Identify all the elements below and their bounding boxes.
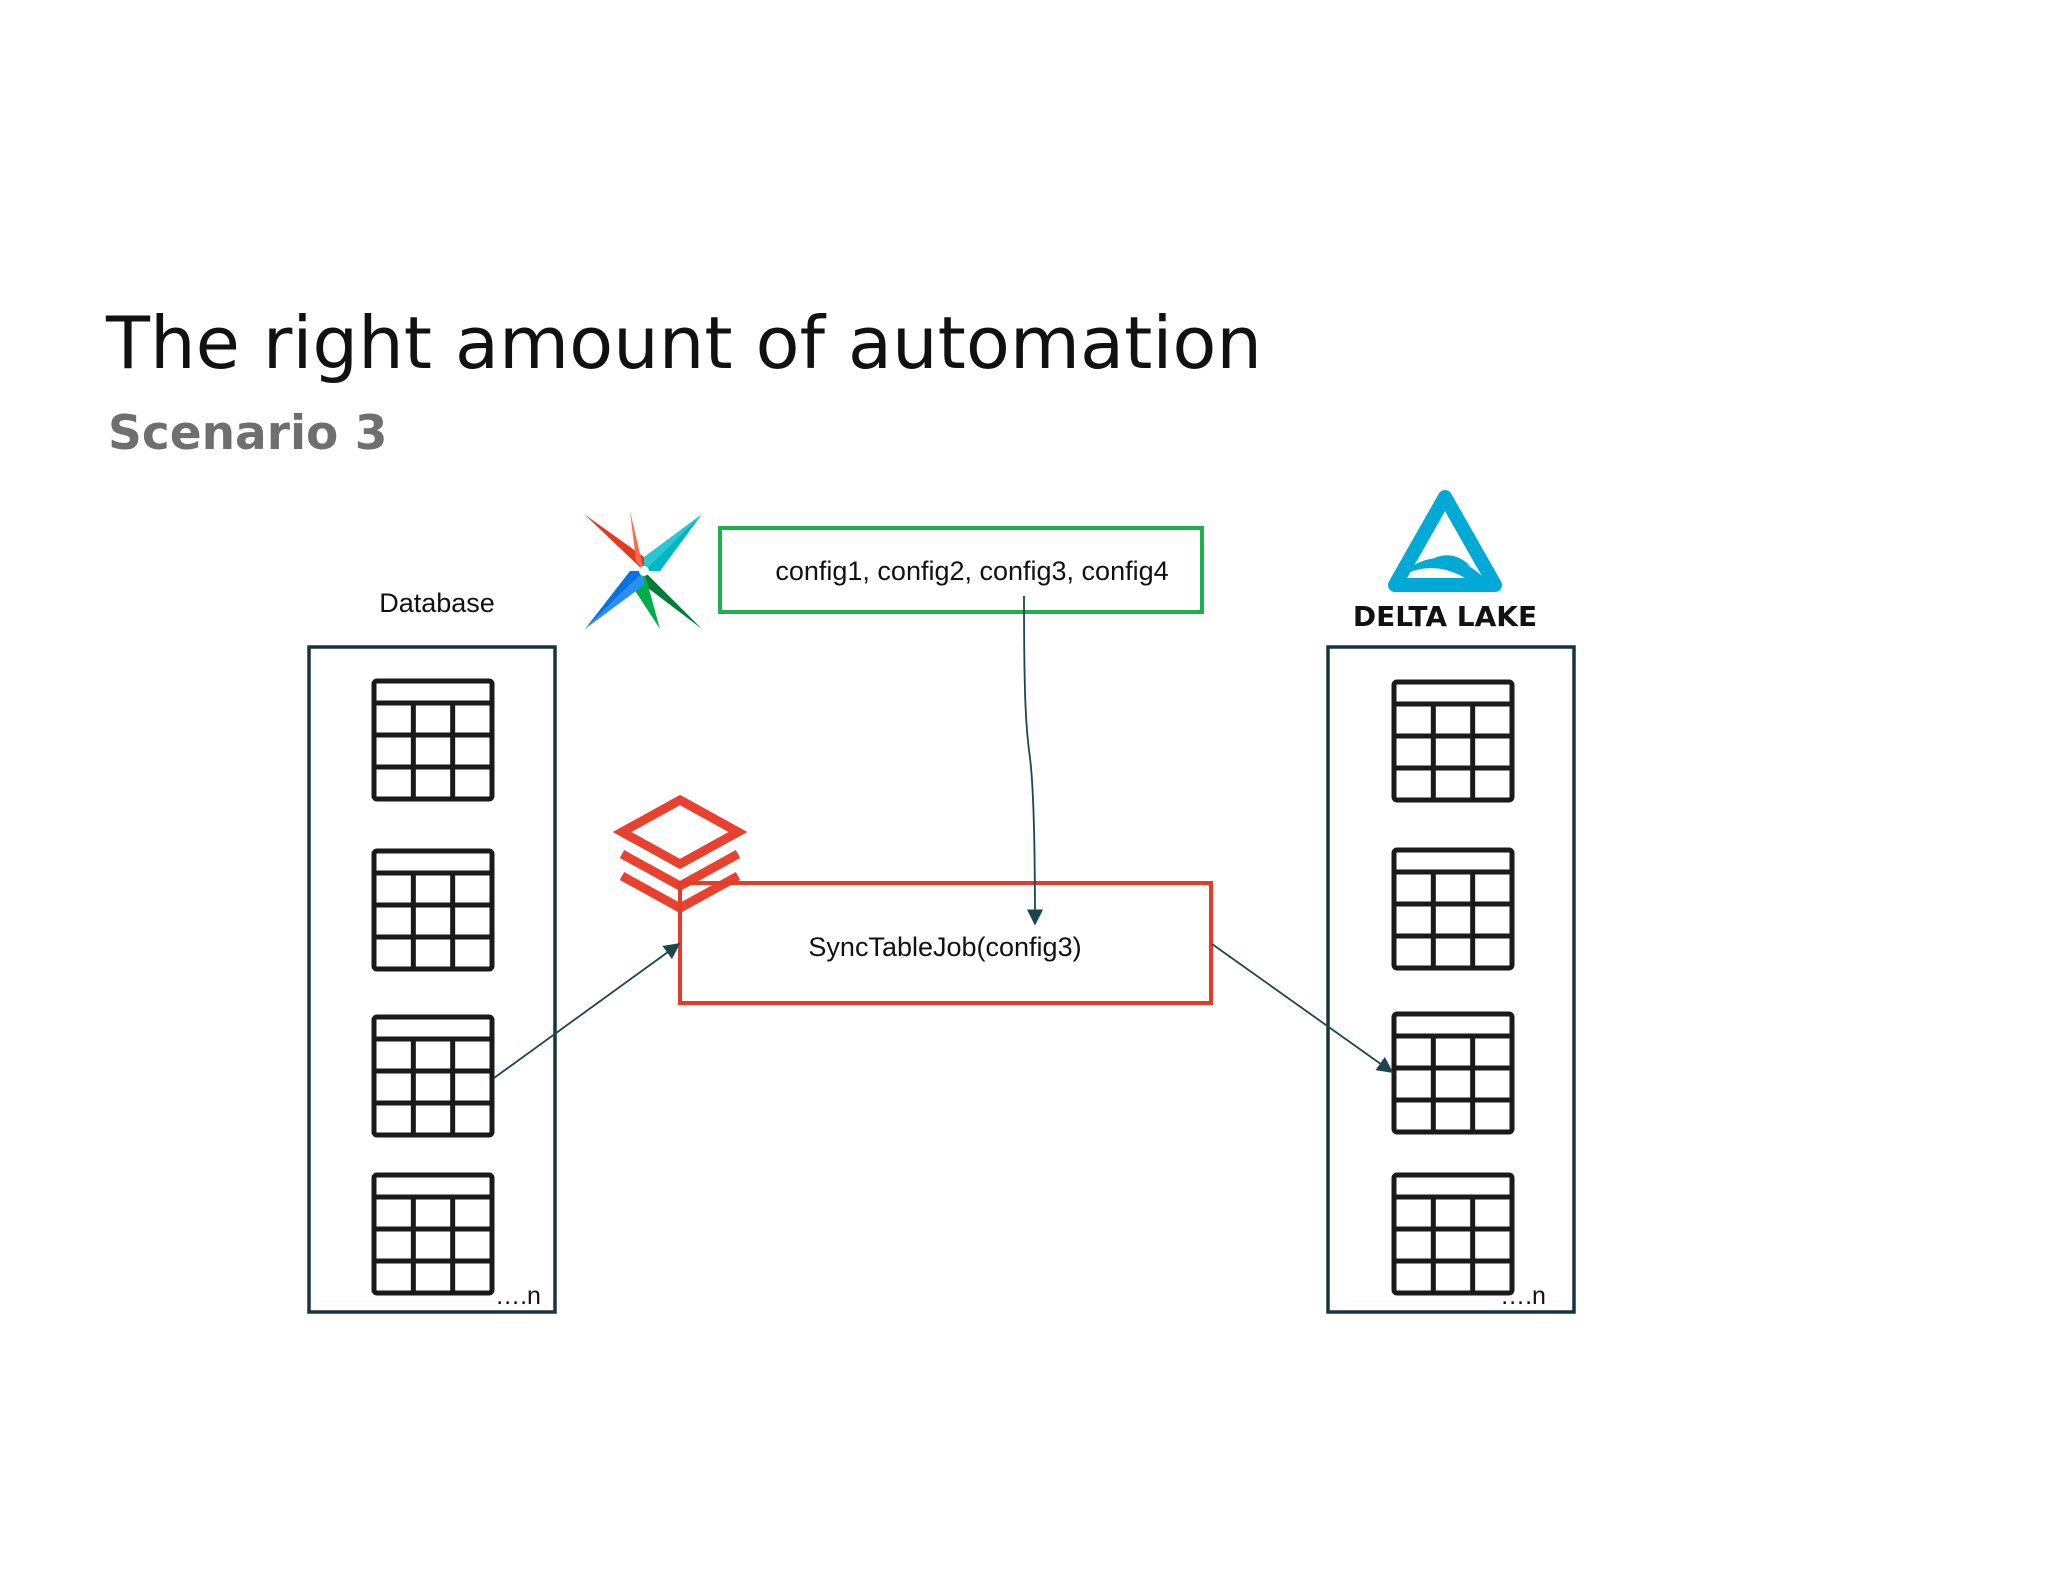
database-table-icon <box>371 678 495 802</box>
job-to-delta-lake-arrow <box>1211 943 1394 1073</box>
config-box <box>718 526 1204 614</box>
database-container <box>307 645 557 1314</box>
delta-lake-tables <box>1391 679 1515 1296</box>
delta-lake-logo-text: DELTA LAKE <box>1353 600 1537 633</box>
delta-lake-table-icon <box>1391 1172 1515 1296</box>
delta-lake-container <box>1326 645 1576 1314</box>
database-to-job-arrow <box>493 943 681 1079</box>
database-table-icon <box>371 1172 495 1296</box>
sync-job-box <box>678 881 1213 1005</box>
config-to-job-arrow <box>1023 595 1044 926</box>
delta-lake-more-marker: ….n <box>1500 1282 1546 1310</box>
slide-title: The right amount of automation <box>106 301 1263 385</box>
config-list-text: config1, config2, config3, config4 <box>775 556 1168 586</box>
delta-lake-table-icon <box>1391 1011 1515 1135</box>
database-tables <box>371 678 495 1296</box>
sync-job-text: SyncTableJob(config3) <box>808 932 1081 962</box>
database-table-icon <box>371 1014 495 1138</box>
delta-lake-icon <box>1388 490 1502 592</box>
airflow-pinwheel-icon <box>584 511 702 629</box>
database-label: Database <box>379 588 495 618</box>
delta-lake-table-icon <box>1391 847 1515 971</box>
database-more-marker: ….n <box>495 1282 541 1310</box>
slide-subtitle: Scenario 3 <box>108 406 388 461</box>
database-table-icon <box>371 848 495 972</box>
delta-lake-table-icon <box>1391 679 1515 803</box>
